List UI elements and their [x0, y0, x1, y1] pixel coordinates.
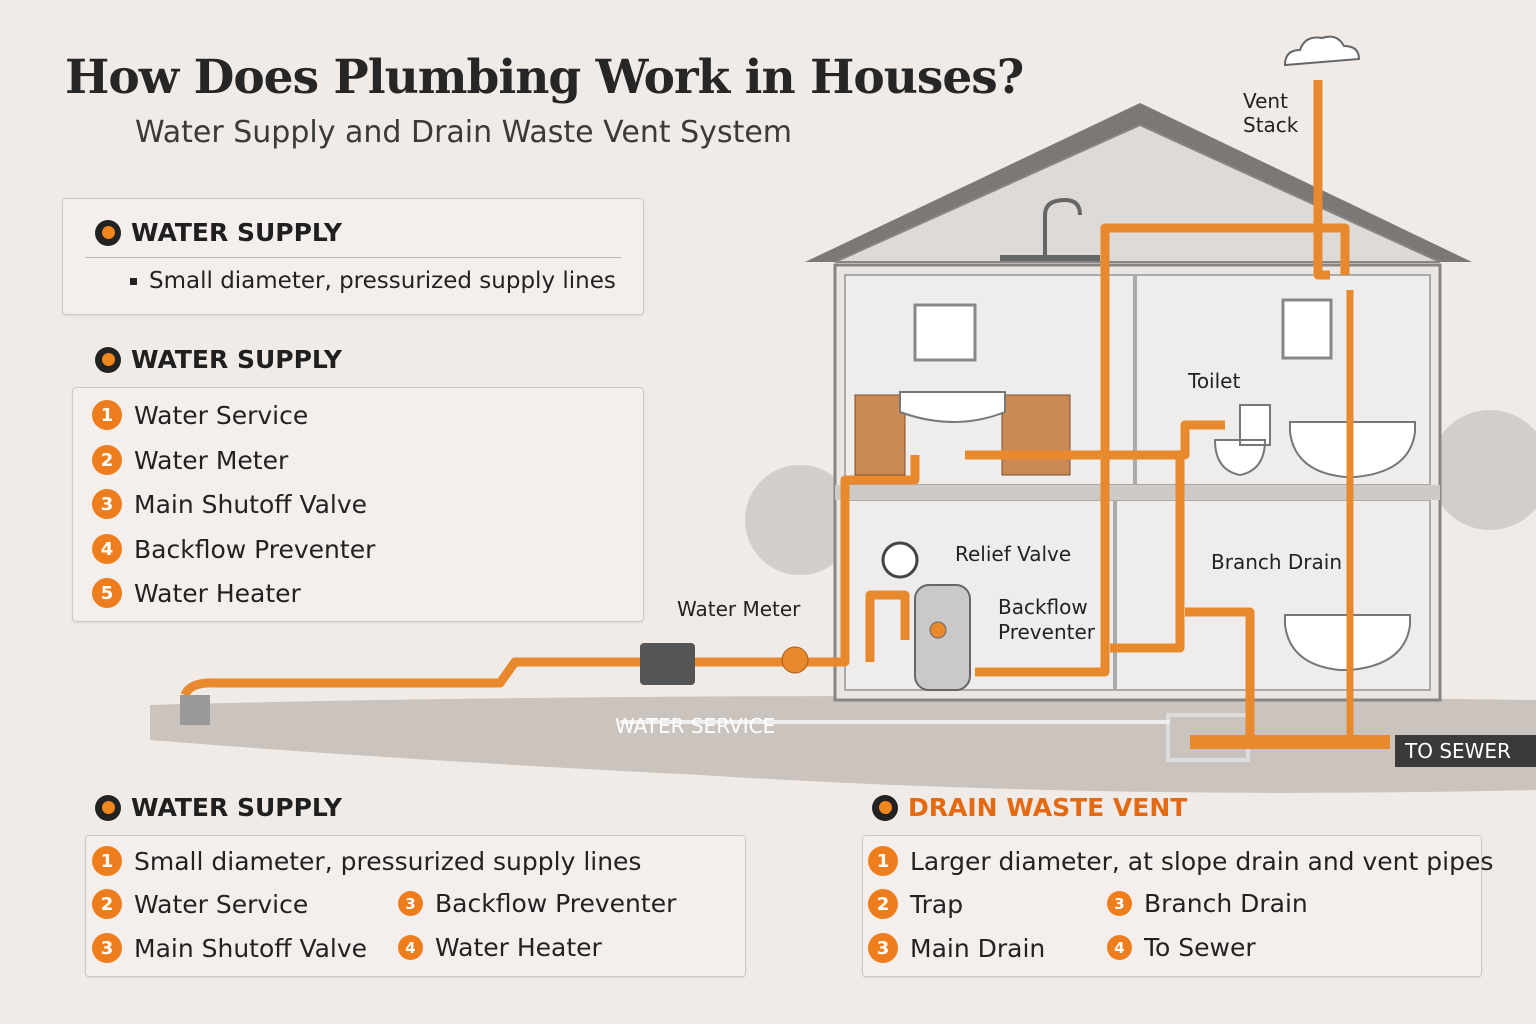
list-item: 5 Water Heater — [92, 578, 301, 608]
number-badge: 5 — [92, 578, 122, 608]
label-vent: Vent — [1243, 89, 1288, 113]
panel-water-supply-summary — [62, 198, 644, 315]
number-badge: 4 — [1107, 935, 1132, 960]
panel1-heading: WATER SUPPLY — [95, 218, 342, 247]
label-relief-valve: Relief Valve — [955, 542, 1072, 566]
heading-text: WATER SUPPLY — [131, 793, 343, 822]
number-badge: 3 — [1107, 891, 1132, 916]
list-item: 3 Backflow Preventer — [398, 889, 676, 918]
panel-drain-waste-vent — [862, 835, 1482, 977]
item-label: Larger diameter, at slope drain and vent… — [910, 846, 1494, 876]
item-label: Trap — [910, 889, 964, 919]
list-item: 3 Main Drain — [868, 933, 1045, 963]
panel4-heading: DRAIN WASTE VENT — [872, 793, 1187, 822]
panel2-heading: WATER SUPPLY — [95, 345, 342, 374]
item-label: Main Drain — [910, 933, 1046, 963]
number-badge: 2 — [92, 889, 122, 919]
list-item: 3 Branch Drain — [1107, 889, 1308, 918]
list-item: 2 Water Service — [92, 889, 308, 919]
tree-right — [1430, 410, 1536, 530]
item-label: Water Meter — [134, 445, 289, 475]
bullet-text: Small diameter, pressurized supply lines — [149, 268, 616, 294]
ground-soil — [150, 696, 1536, 793]
heading-text: WATER SUPPLY — [131, 218, 343, 247]
panel1-bullet: Small diameter, pressurized supply lines — [130, 268, 616, 294]
list-item: 1 Larger diameter, at slope drain and ven… — [868, 846, 1493, 876]
heading-text: WATER SUPPLY — [131, 345, 343, 374]
list-item: 2 Water Meter — [92, 445, 288, 475]
number-badge: 2 — [868, 889, 898, 919]
panel-water-supply-list — [72, 387, 644, 622]
label-backflow: Backflow — [998, 595, 1088, 619]
heading-text: DRAIN WASTE VENT — [908, 793, 1188, 822]
list-item: 3 Main Shutoff Valve — [92, 489, 367, 519]
number-badge: 1 — [92, 846, 122, 876]
label-water-service: WATER SERVICE — [615, 714, 776, 738]
panel3-heading: WATER SUPPLY — [95, 793, 342, 822]
number-badge: 3 — [92, 933, 122, 963]
relief-valve-gauge — [881, 541, 919, 579]
list-item: 1 Small diameter, pressurized supply line… — [92, 846, 641, 876]
item-label: Branch Drain — [1144, 889, 1308, 918]
number-badge: 1 — [868, 846, 898, 876]
label-stack: Stack — [1243, 113, 1299, 137]
item-label: To Sewer — [1144, 933, 1256, 962]
bullet-dot-icon — [872, 794, 898, 821]
number-badge: 4 — [398, 935, 423, 960]
supply-pipes — [180, 80, 1390, 749]
label-branch-drain: Branch Drain — [1211, 550, 1343, 574]
list-item: 2 Trap — [868, 889, 963, 919]
item-label: Backflow Preventer — [134, 534, 376, 564]
label-to-sewer: TO SEWER — [1405, 739, 1511, 763]
bullet-dot-icon — [95, 219, 121, 246]
list-item: 4 Backflow Preventer — [92, 534, 375, 564]
item-label: Water Service — [134, 889, 309, 919]
list-item: 3 Main Shutoff Valve — [92, 933, 367, 963]
number-badge: 3 — [868, 933, 898, 963]
vent-cloud-icon — [1283, 35, 1361, 67]
square-bullet-icon — [130, 277, 137, 285]
label-water-meter: Water Meter — [677, 597, 801, 621]
tree-left — [745, 465, 855, 575]
number-badge: 4 — [92, 534, 122, 564]
page-subtitle: Water Supply and Drain Waste Vent System — [135, 115, 793, 150]
water-service-inlet — [180, 695, 210, 725]
shutoff-valve — [781, 646, 809, 674]
page-title: How Does Plumbing Work in Houses? — [65, 50, 1024, 105]
item-label: Main Shutoff Valve — [134, 933, 368, 963]
list-item: 1 Water Service — [92, 400, 308, 430]
number-badge: 3 — [92, 489, 122, 519]
label-preventer: Preventer — [998, 620, 1095, 644]
bullet-dot-icon — [95, 794, 121, 821]
to-sewer-tag — [1395, 735, 1536, 767]
item-label: Water Heater — [435, 933, 602, 962]
bullet-dot-icon — [95, 346, 121, 373]
label-toilet: Toilet — [1188, 369, 1241, 393]
number-badge: 1 — [92, 400, 122, 430]
number-badge: 3 — [398, 891, 423, 916]
item-label: Small diameter, pressurized supply lines — [134, 846, 642, 876]
item-label: Backflow Preventer — [435, 889, 677, 918]
item-label: Water Service — [134, 400, 309, 430]
number-badge: 2 — [92, 445, 122, 475]
water-meter-device — [640, 643, 695, 685]
water-heater — [914, 584, 971, 691]
item-label: Water Heater — [134, 578, 301, 608]
list-item: 4 To Sewer — [1107, 933, 1256, 962]
item-label: Main Shutoff Valve — [134, 489, 368, 519]
list-item: 4 Water Heater — [398, 933, 602, 962]
